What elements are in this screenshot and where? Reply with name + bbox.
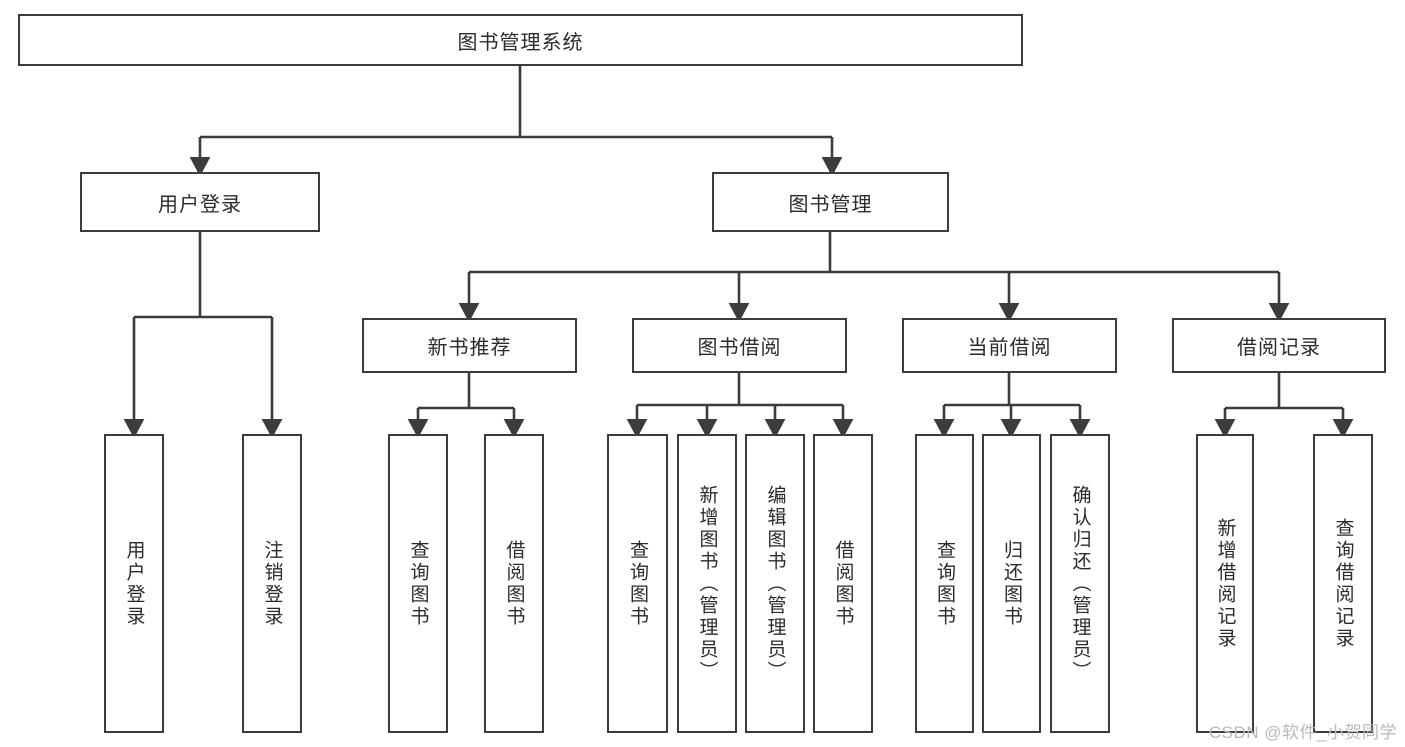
node-current-borrow[interactable]: 当前借阅 <box>902 318 1117 373</box>
node-leaf-borrow-book-1[interactable]: 借阅图书 <box>484 434 544 733</box>
node-leaf-add-book-admin[interactable]: 新增图书（管理员） <box>677 434 737 733</box>
node-leaf-add-borrow-record-label: 新增借阅记录 <box>1214 517 1236 650</box>
node-book-borrow-label: 图书借阅 <box>697 337 782 359</box>
node-leaf-edit-book-admin-label: 编辑图书（管理员） <box>764 484 786 683</box>
node-leaf-borrow-book-2[interactable]: 借阅图书 <box>813 434 873 733</box>
csdn-watermark: CSDN @软件_小贺同学 <box>1208 723 1397 742</box>
node-leaf-query-book-1[interactable]: 查询图书 <box>388 434 448 733</box>
node-book-manage[interactable]: 图书管理 <box>712 172 949 232</box>
node-borrow-record-label: 借阅记录 <box>1237 337 1321 359</box>
node-root-label: 图书管理系统 <box>457 31 584 54</box>
node-book-manage-label: 图书管理 <box>788 193 873 216</box>
node-leaf-user-login[interactable]: 用户登录 <box>104 434 164 733</box>
node-leaf-user-logout-label: 注销登录 <box>261 539 283 628</box>
node-leaf-query-book-1-label: 查询图书 <box>407 539 429 628</box>
node-leaf-borrow-book-2-label: 借阅图书 <box>832 539 854 628</box>
node-new-book-recommend[interactable]: 新书推荐 <box>362 318 577 373</box>
node-leaf-return-book-label: 归还图书 <box>1001 539 1022 628</box>
node-leaf-borrow-book-1-label: 借阅图书 <box>503 539 525 628</box>
node-leaf-edit-book-admin[interactable]: 编辑图书（管理员） <box>745 434 805 733</box>
node-leaf-add-borrow-record[interactable]: 新增借阅记录 <box>1196 434 1254 733</box>
node-user-login-label: 用户登录 <box>158 193 242 216</box>
node-book-borrow[interactable]: 图书借阅 <box>632 318 847 373</box>
node-leaf-add-book-admin-label: 新增图书（管理员） <box>696 484 718 683</box>
node-leaf-query-book-2-label: 查询图书 <box>627 539 648 628</box>
node-user-login[interactable]: 用户登录 <box>80 172 320 232</box>
node-borrow-record[interactable]: 借阅记录 <box>1172 318 1386 373</box>
node-root[interactable]: 图书管理系统 <box>18 14 1023 66</box>
node-leaf-user-login-label: 用户登录 <box>123 539 145 628</box>
node-leaf-return-book[interactable]: 归还图书 <box>982 434 1041 733</box>
node-leaf-query-book-3-label: 查询图书 <box>934 539 955 628</box>
node-leaf-user-logout[interactable]: 注销登录 <box>242 434 302 733</box>
node-new-book-recommend-label: 新书推荐 <box>427 337 512 359</box>
node-leaf-query-borrow-record[interactable]: 查询借阅记录 <box>1313 434 1373 733</box>
node-leaf-query-book-3[interactable]: 查询图书 <box>915 434 974 733</box>
node-leaf-query-borrow-record-label: 查询借阅记录 <box>1332 517 1354 650</box>
node-leaf-query-book-2[interactable]: 查询图书 <box>607 434 668 733</box>
node-leaf-confirm-return[interactable]: 确认归还（管理员） <box>1050 434 1110 733</box>
node-current-borrow-label: 当前借阅 <box>967 337 1052 359</box>
node-leaf-confirm-return-label: 确认归还（管理员） <box>1069 484 1091 683</box>
